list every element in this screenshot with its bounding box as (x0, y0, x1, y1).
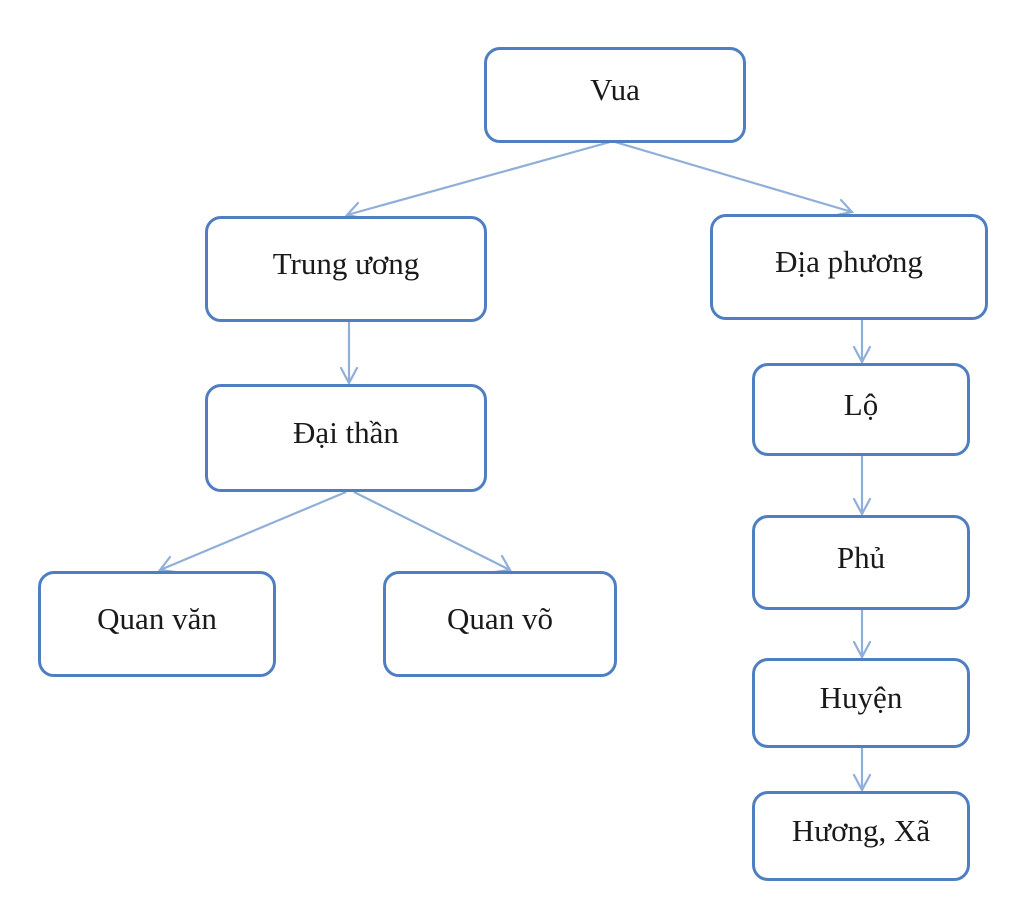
connector-dai-than-quan-van (159, 490, 347, 572)
arrowhead-huyen (852, 640, 872, 660)
node-dia-phuong: Địa phương (710, 214, 988, 320)
arrowhead-phu (852, 497, 872, 517)
arrowhead-dai-than (339, 366, 359, 386)
node-lo: Lộ (752, 363, 970, 456)
arrowhead-quan-vo (493, 554, 512, 574)
arrowhead-quan-van (157, 555, 177, 574)
node-huong-xa: Hương, Xã (752, 791, 970, 881)
arrowhead-lo (852, 345, 872, 365)
connector-vua-dia-phuong (614, 140, 853, 214)
node-quan-vo: Quan võ (383, 571, 617, 677)
arrowhead-huong-xa (852, 773, 872, 793)
connector-dai-than-quan-vo (353, 491, 511, 571)
node-quan-van: Quan văn (38, 571, 276, 677)
node-phu: Phủ (752, 515, 970, 610)
connector-vua-trung-uong (346, 140, 611, 217)
node-trung-uong: Trung ương (205, 216, 487, 322)
node-huyen: Huyện (752, 658, 970, 748)
arrowhead-dia-phuong (835, 198, 855, 217)
node-vua: Vua (484, 47, 746, 143)
node-dai-than: Đại thần (205, 384, 487, 492)
